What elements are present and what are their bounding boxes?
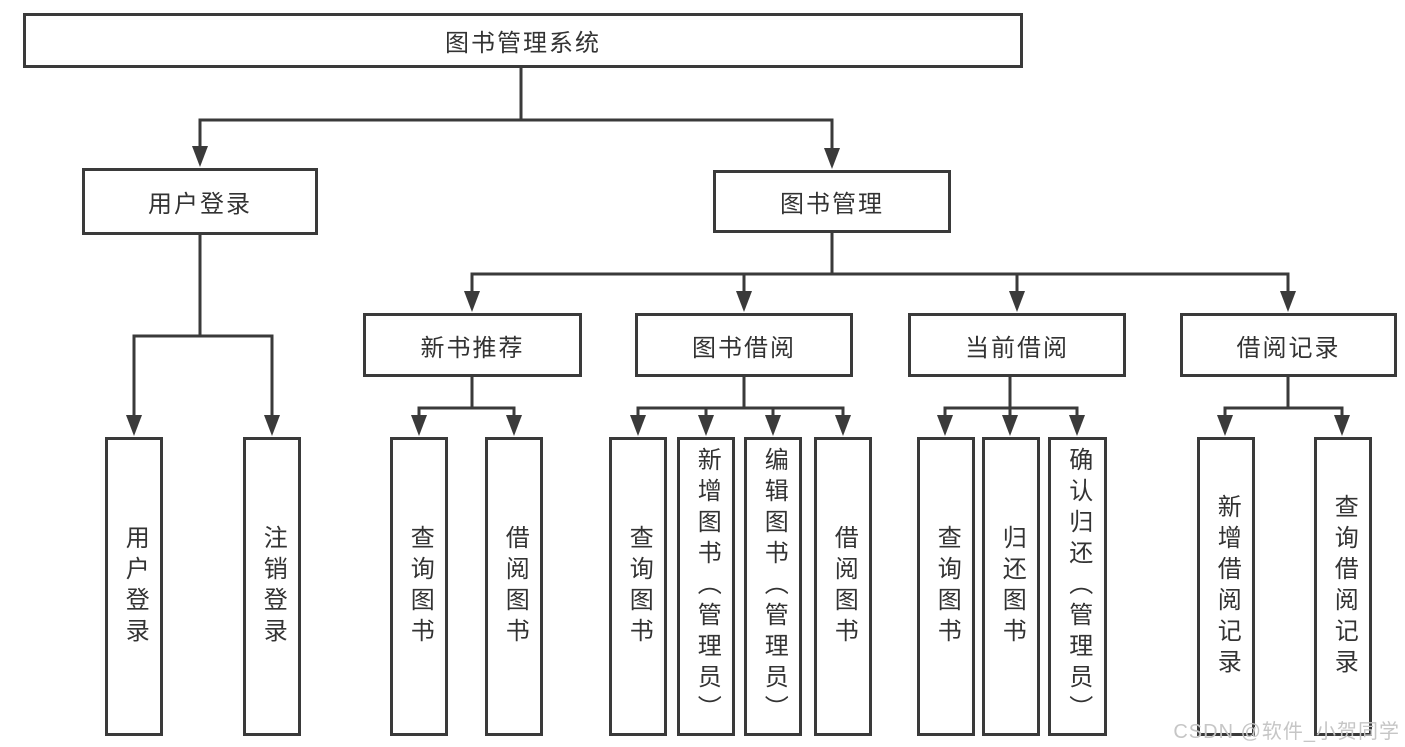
node-leaf-return-book: 归还图书: [982, 437, 1040, 736]
node-leaf-user-login-label: 用户登录: [121, 524, 149, 649]
arrowheads: [126, 146, 1350, 436]
node-leaf-add-book-admin: 新增图书（管理员）: [677, 437, 735, 736]
node-new-book-recommend-label: 新书推荐: [420, 334, 525, 362]
node-leaf-confirm-return-admin-label: 确认归还（管理员）: [1064, 447, 1092, 726]
node-leaf-logout: 注销登录: [243, 437, 301, 736]
node-book-borrow-label: 图书借阅: [692, 334, 796, 362]
node-borrow-record-label: 借阅记录: [1236, 334, 1341, 362]
node-leaf-query-book-3: 查询图书: [917, 437, 975, 736]
node-leaf-return-book-label: 归还图书: [998, 524, 1026, 649]
node-leaf-logout-label: 注销登录: [259, 524, 287, 649]
node-leaf-query-book-2: 查询图书: [609, 437, 667, 736]
node-root: 图书管理系统: [23, 13, 1023, 68]
node-root-label: 图书管理系统: [445, 30, 601, 57]
node-leaf-query-book-1: 查询图书: [390, 437, 448, 736]
csdn-watermark: CSDN @软件_小贺同学: [1173, 721, 1400, 743]
node-leaf-borrow-book-1: 借阅图书: [485, 437, 543, 736]
node-leaf-user-login: 用户登录: [105, 437, 163, 736]
node-leaf-add-borrow-record: 新增借阅记录: [1197, 437, 1255, 736]
node-leaf-query-borrow-record-label: 查询借阅记录: [1330, 493, 1358, 680]
node-user-login: 用户登录: [82, 168, 318, 235]
node-leaf-confirm-return-admin: 确认归还（管理员）: [1048, 437, 1107, 736]
node-leaf-query-borrow-record: 查询借阅记录: [1314, 437, 1372, 736]
node-leaf-borrow-book-2: 借阅图书: [814, 437, 872, 736]
node-current-borrow-label: 当前借阅: [965, 334, 1069, 362]
node-leaf-query-book-2-label: 查询图书: [625, 524, 653, 649]
node-leaf-edit-book-admin: 编辑图书（管理员）: [744, 437, 802, 736]
node-book-mgmt: 图书管理: [713, 170, 951, 233]
node-book-borrow: 图书借阅: [635, 313, 853, 377]
node-leaf-borrow-book-1-label: 借阅图书: [501, 524, 529, 649]
node-leaf-add-borrow-record-label: 新增借阅记录: [1213, 493, 1241, 680]
node-current-borrow: 当前借阅: [908, 313, 1126, 377]
node-new-book-recommend: 新书推荐: [363, 313, 582, 377]
node-book-mgmt-label: 图书管理: [780, 191, 884, 218]
node-leaf-query-book-1-label: 查询图书: [406, 524, 434, 649]
node-leaf-query-book-3-label: 查询图书: [933, 524, 961, 649]
node-leaf-add-book-admin-label: 新增图书（管理员）: [693, 447, 721, 726]
node-user-login-label: 用户登录: [148, 191, 252, 218]
node-leaf-borrow-book-2-label: 借阅图书: [830, 524, 858, 649]
node-borrow-record: 借阅记录: [1180, 313, 1397, 377]
node-leaf-edit-book-admin-label: 编辑图书（管理员）: [760, 447, 788, 726]
